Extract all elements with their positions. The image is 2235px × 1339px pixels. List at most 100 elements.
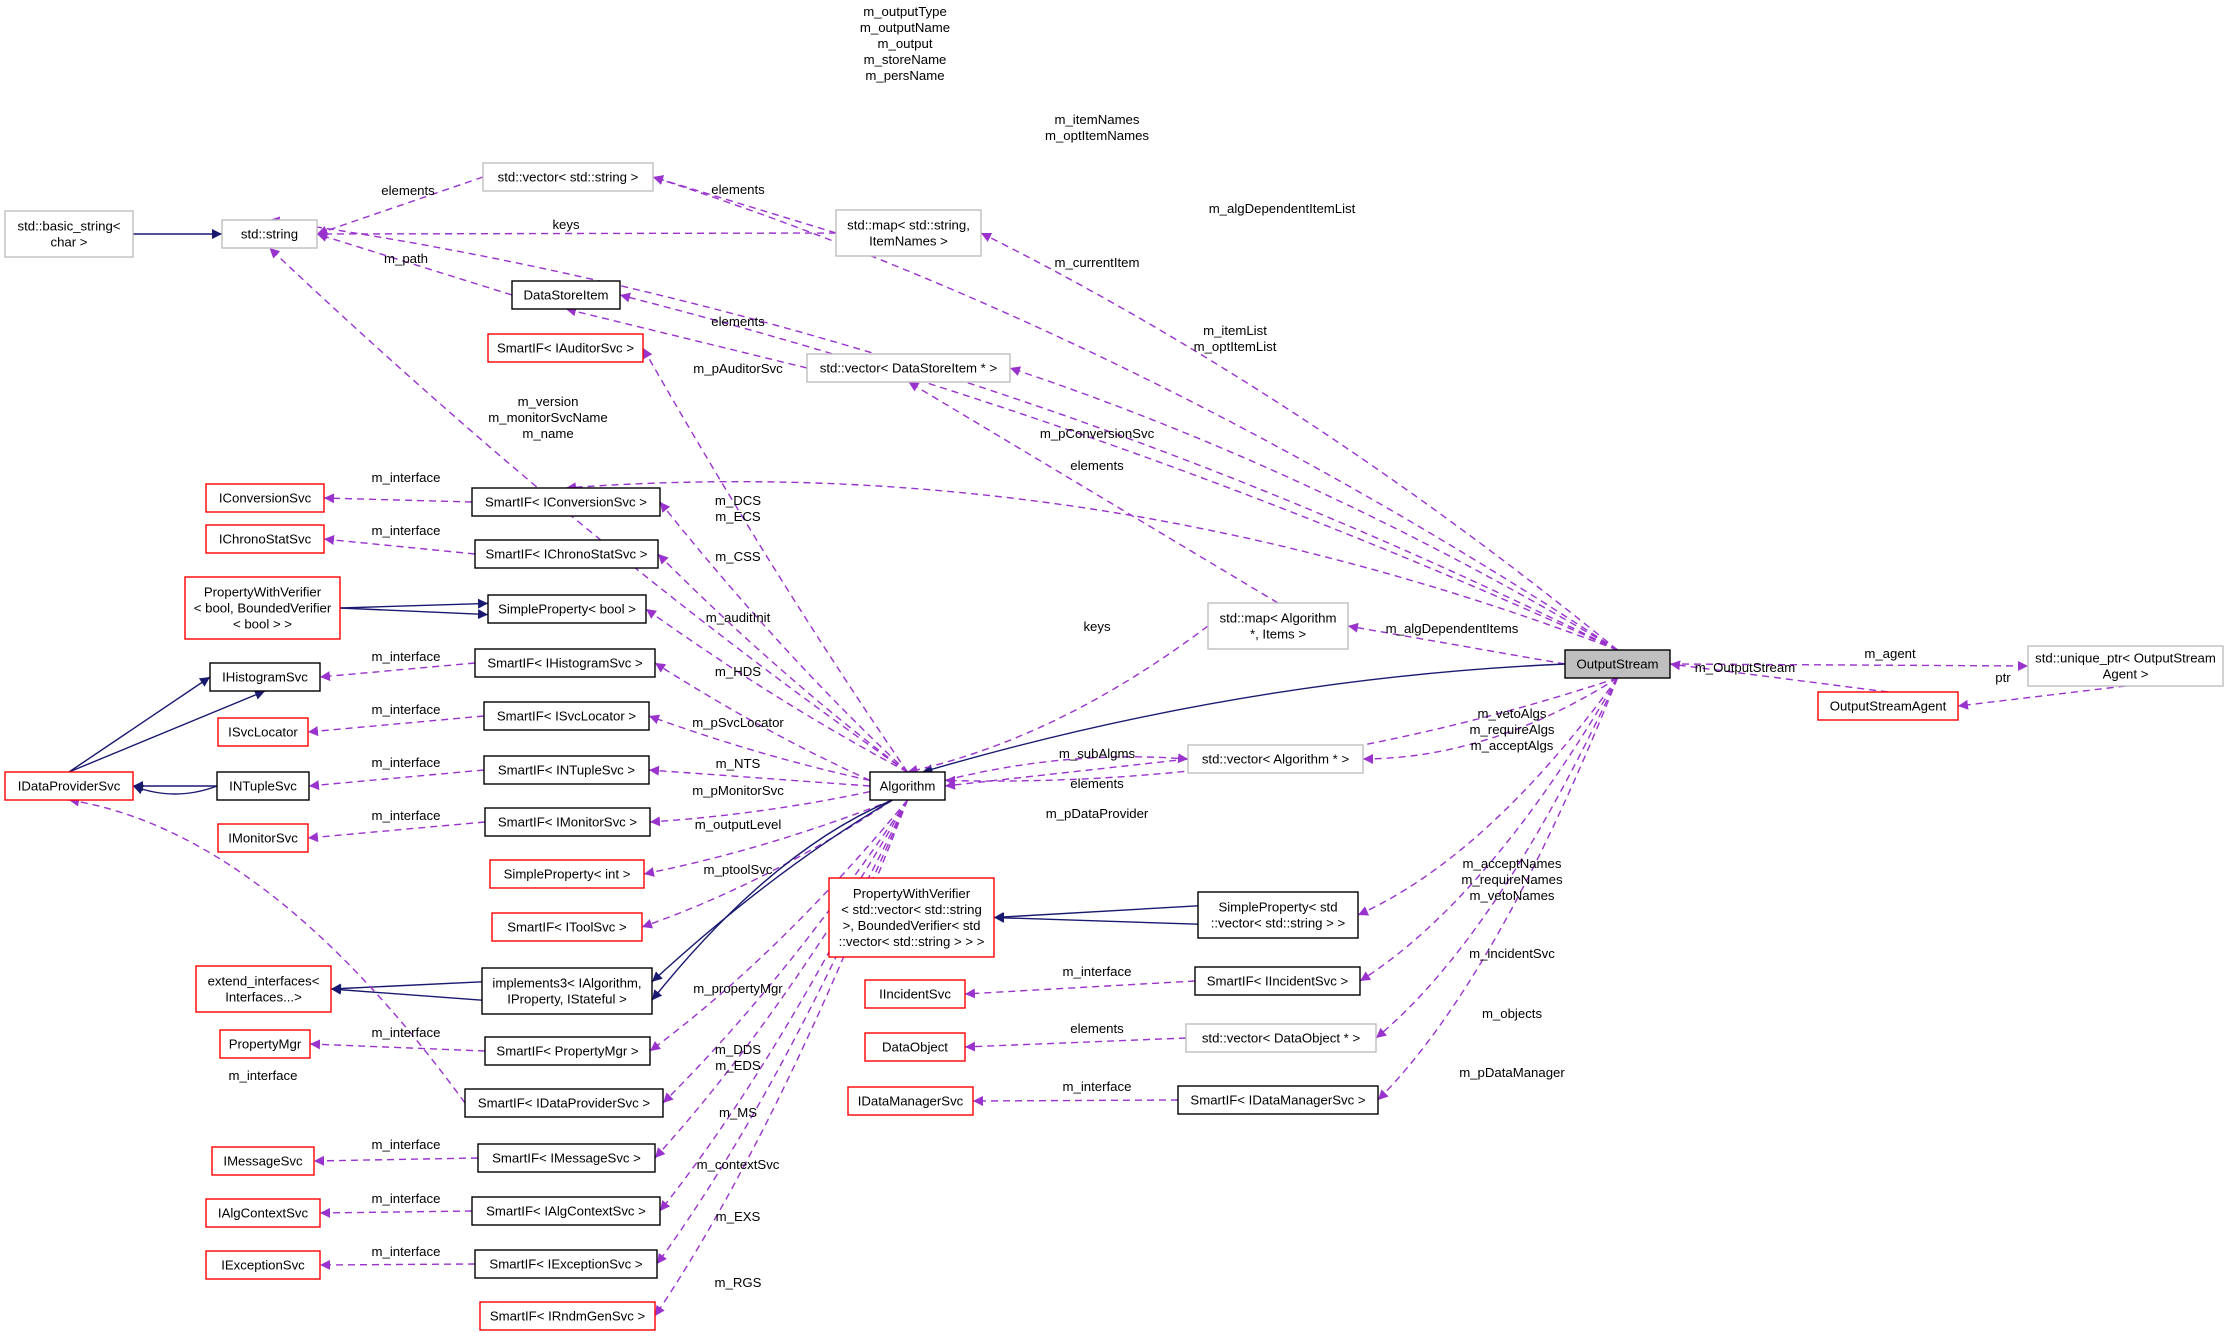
node-label: std::vector< std::string > — [498, 170, 639, 185]
class-node-propertymgr[interactable]: PropertyMgr — [219, 1029, 311, 1059]
usage-edge-smartif_algcontext-ialgcontextsvc — [319, 1207, 473, 1218]
class-node-smartif_exception[interactable]: SmartIF< IExceptionSvc > — [474, 1249, 658, 1279]
edge-label-line: m_interface — [229, 1068, 298, 1083]
node-label-line: IProperty, IStateful > — [507, 992, 627, 1007]
node-label-line: SimpleProperty< std — [1218, 900, 1337, 915]
node-label-line: std::map< Algorithm — [1220, 611, 1337, 626]
edge-label-line: m_name — [522, 426, 573, 441]
edge-label-line: elements — [1070, 1021, 1124, 1036]
node-label-line: SmartIF< IHistogramSvc > — [487, 656, 643, 671]
edge-label-va_algorithm: elements — [1070, 776, 1124, 791]
class-node-ialgcontextsvc[interactable]: IAlgContextSvc — [205, 1198, 321, 1228]
class-node-pwv_bool[interactable]: PropertyWithVerifier< bool, BoundedVerif… — [184, 576, 341, 640]
node-label-line: SmartIF< IIncidentSvc > — [1207, 974, 1349, 989]
class-node-idatamanagersvc[interactable]: IDataManagerSvc — [847, 1086, 974, 1116]
class-node-basic_string[interactable]: std::basic_string<char > — [4, 210, 134, 258]
class-node-implements3[interactable]: implements3< IAlgorithm,IProperty, IStat… — [481, 967, 653, 1015]
edge-label-line: m_algDependentItems — [1386, 621, 1519, 636]
class-node-output_stream[interactable]: OutputStream — [1564, 649, 1671, 679]
class-node-smartif_auditor[interactable]: SmartIF< IAuditorSvc > — [487, 333, 644, 363]
node-label-line: IDataManagerSvc — [858, 1094, 964, 1109]
class-node-smartif_incident[interactable]: SmartIF< IIncidentSvc > — [1194, 966, 1361, 996]
node-box — [835, 209, 982, 257]
class-node-smartif_svclocator[interactable]: SmartIF< ISvcLocator > — [483, 701, 650, 731]
class-node-iexceptionsvc[interactable]: IExceptionSvc — [205, 1250, 321, 1280]
class-node-smartif_propertymgr[interactable]: SmartIF< PropertyMgr > — [484, 1036, 651, 1066]
node-label: IMonitorSvc — [228, 831, 298, 846]
class-node-ihistogramsvc[interactable]: IHistogramSvc — [209, 662, 321, 692]
class-node-smartif_histogram[interactable]: SmartIF< IHistogramSvc > — [474, 648, 656, 678]
class-node-iconversionsvc[interactable]: IConversionSvc — [205, 483, 325, 513]
node-box — [479, 1301, 656, 1331]
class-node-smartif_dataprovider[interactable]: SmartIF< IDataProviderSvc > — [464, 1088, 664, 1118]
class-node-smartif_message[interactable]: SmartIF< IMessageSvc > — [477, 1143, 656, 1173]
class-node-map_algorithm_items[interactable]: std::map< Algorithm*, Items > — [1207, 602, 1349, 650]
class-node-imessagesvc[interactable]: IMessageSvc — [211, 1146, 315, 1176]
edge-label-line: m_subAlgms — [1059, 746, 1136, 761]
node-label: SmartIF< ISvcLocator > — [497, 709, 637, 724]
class-node-smartif_monitor[interactable]: SmartIF< IMonitorSvc > — [484, 807, 651, 837]
class-node-simpleproperty_int[interactable]: SimpleProperty< int > — [489, 859, 645, 889]
edge-label-sif_message: m_interface — [372, 1137, 441, 1152]
node-label-line: ::vector< std::string > > > — [839, 934, 985, 949]
class-node-simpleproperty_vector_string[interactable]: SimpleProperty< std::vector< std::string… — [1197, 891, 1359, 939]
class-node-vector_algorithm[interactable]: std::vector< Algorithm * > — [1187, 744, 1364, 774]
usage-edge-smartif_propertymgr-propertymgr — [309, 1039, 486, 1052]
node-label: SmartIF< IConversionSvc > — [485, 495, 647, 510]
usage-edge-smartif_message-imessagesvc — [313, 1155, 479, 1166]
usage-edge-map_algorithm_items-algorithm — [907, 625, 1209, 775]
class-node-iincidentsvc[interactable]: IIncidentSvc — [864, 979, 966, 1009]
node-label: IExceptionSvc — [221, 1258, 305, 1273]
class-node-algorithm[interactable]: Algorithm — [869, 771, 946, 801]
class-node-smartif_ntuple[interactable]: SmartIF< INTupleSvc > — [483, 755, 650, 785]
class-node-smartif_chrono[interactable]: SmartIF< IChronoStatSvc > — [474, 539, 659, 569]
class-node-std_string[interactable]: std::string — [221, 219, 318, 249]
inheritance-edge-simpleproperty_vector_string-pwv_vector_string — [993, 912, 1199, 925]
class-node-output_stream_agent[interactable]: OutputStreamAgent — [1817, 691, 1959, 721]
node-box — [211, 1146, 315, 1176]
class-node-map_itemnames[interactable]: std::map< std::string,ItemNames > — [835, 209, 982, 257]
node-label-line: SmartIF< IDataProviderSvc > — [478, 1096, 651, 1111]
class-node-vector_dataobject[interactable]: std::vector< DataObject * > — [1185, 1023, 1377, 1053]
node-box — [4, 210, 134, 258]
node-box — [2027, 645, 2224, 687]
class-node-smartif_tool[interactable]: SmartIF< IToolSvc > — [491, 912, 643, 942]
usage-edge-algorithm-smartif_dataprovider — [662, 799, 909, 1104]
usage-edge-smartif_svclocator-isvclocator — [307, 715, 485, 737]
node-label-line: IHistogramSvc — [222, 670, 308, 685]
class-node-imonitorsvc[interactable]: IMonitorSvc — [217, 823, 309, 853]
class-node-smartif_rndm[interactable]: SmartIF< IRndmGenSvc > — [479, 1301, 656, 1331]
class-node-simpleproperty_bool[interactable]: SimpleProperty< bool > — [487, 594, 647, 624]
class-node-isvclocator[interactable]: ISvcLocator — [217, 717, 309, 747]
node-label: std::string — [241, 227, 298, 242]
edge-label-mi_vector_string: elements — [711, 182, 765, 197]
class-node-ichronostatsvc[interactable]: IChronoStatSvc — [205, 524, 325, 554]
class-node-dataobject[interactable]: DataObject — [864, 1032, 966, 1062]
edge-label-line: m_propertyMgr — [693, 981, 783, 996]
edge-label-sif_algcontext: m_interface — [372, 1191, 441, 1206]
edge-label-line: m_requireNames — [1461, 872, 1563, 887]
class-node-pwv_vector_string[interactable]: PropertyWithVerifier< std::vector< std::… — [828, 877, 995, 958]
class-node-smartif_algcontext[interactable]: SmartIF< IAlgContextSvc > — [471, 1196, 661, 1226]
node-label-line: SmartIF< ISvcLocator > — [497, 709, 637, 724]
node-box — [869, 771, 946, 801]
class-node-intuplesvc[interactable]: INTupleSvc — [216, 771, 310, 801]
node-label-line: DataObject — [882, 1040, 948, 1055]
node-label-line: IIncidentSvc — [879, 987, 951, 1002]
class-node-vector_datastoreitem[interactable]: std::vector< DataStoreItem * > — [806, 353, 1011, 383]
edge-label-sif_svclocator: m_interface — [372, 702, 441, 717]
edge-label-os_map_algorithm_items: m_algDependentItems — [1386, 621, 1519, 636]
usage-edge-output_stream-simpleproperty_vector_string — [1357, 677, 1619, 916]
node-box — [1817, 691, 1959, 721]
node-label: SmartIF< IChronoStatSvc > — [486, 547, 648, 562]
class-node-smartif_datamanager[interactable]: SmartIF< IDataManagerSvc > — [1177, 1085, 1379, 1115]
usage-edge-output_stream-smartif_conversion — [565, 480, 1618, 651]
class-node-datastoreitem[interactable]: DataStoreItem — [511, 280, 621, 310]
class-node-extend_interfaces[interactable]: extend_interfaces<Interfaces...> — [195, 965, 332, 1013]
class-node-vector_string[interactable]: std::vector< std::string > — [482, 162, 654, 192]
class-node-smartif_conversion[interactable]: SmartIF< IConversionSvc > — [471, 487, 661, 517]
class-node-idataprovidersvc[interactable]: IDataProviderSvc — [4, 771, 134, 801]
edge-label-alg_rndm: m_RGS — [715, 1275, 762, 1290]
